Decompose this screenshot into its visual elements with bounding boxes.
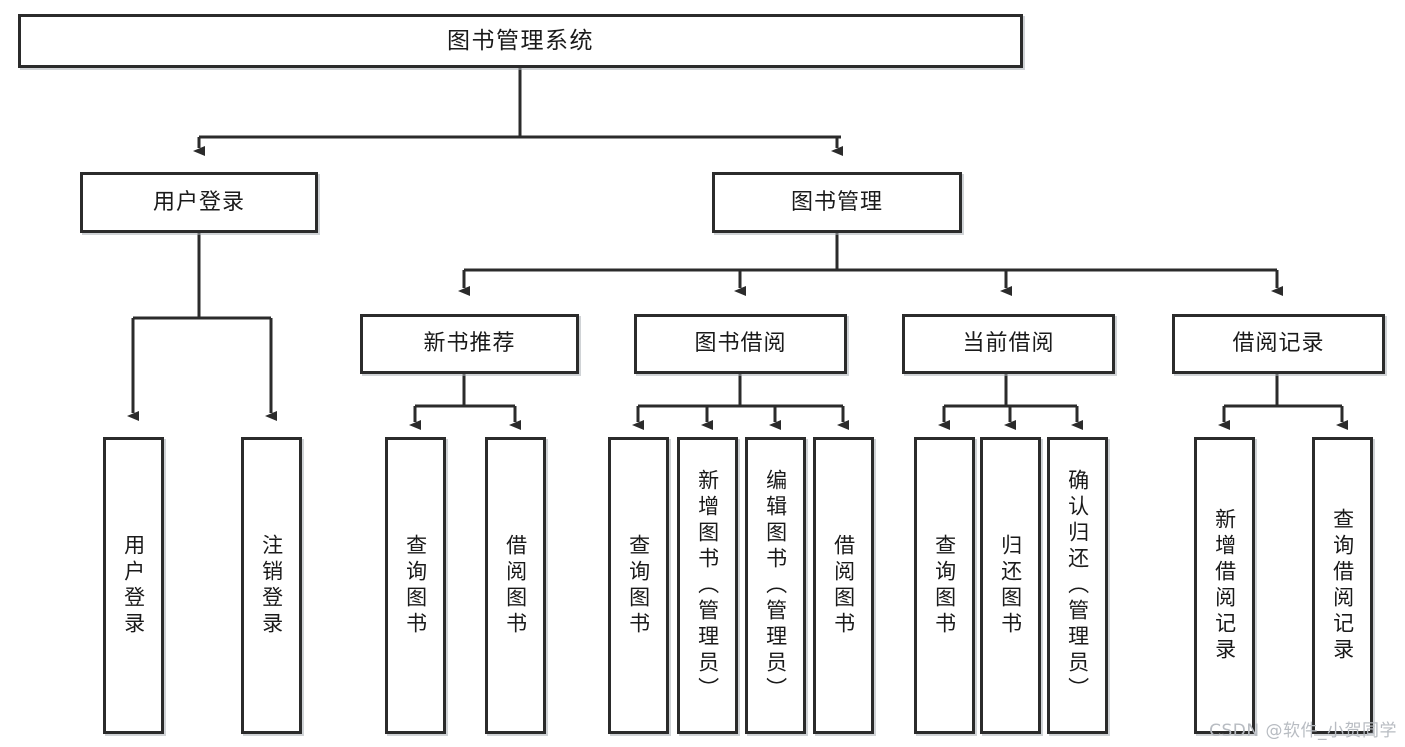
node-leaf-confirm-return-label: 确认归还（管理员） xyxy=(1065,468,1090,703)
node-leaf-user-login-label: 用户登录 xyxy=(121,533,146,638)
node-leaf-query-record[interactable]: 查询借阅记录 xyxy=(1312,437,1373,734)
node-borrow-record[interactable]: 借阅记录 xyxy=(1172,314,1385,374)
node-leaf-query-book-3[interactable]: 查询图书 xyxy=(914,437,975,734)
node-leaf-add-record[interactable]: 新增借阅记录 xyxy=(1194,437,1255,734)
node-leaf-query-book-3-label: 查询图书 xyxy=(932,533,957,638)
node-user-login[interactable]: 用户登录 xyxy=(80,172,318,233)
node-leaf-query-book-1[interactable]: 查询图书 xyxy=(385,437,446,734)
node-current-borrow-label: 当前借阅 xyxy=(962,331,1055,357)
node-leaf-query-record-label: 查询借阅记录 xyxy=(1330,507,1355,664)
node-leaf-borrow-book-2-label: 借阅图书 xyxy=(831,533,856,638)
node-leaf-logout-login-label: 注销登录 xyxy=(259,533,284,638)
node-root[interactable]: 图书管理系统 xyxy=(18,14,1023,68)
node-leaf-edit-book-label: 编辑图书（管理员） xyxy=(763,468,788,703)
node-leaf-add-record-label: 新增借阅记录 xyxy=(1212,507,1237,664)
node-book-borrow-label: 图书借阅 xyxy=(694,331,787,357)
node-leaf-return-book-label: 归还图书 xyxy=(998,533,1023,638)
node-leaf-borrow-book-1[interactable]: 借阅图书 xyxy=(485,437,546,734)
node-leaf-add-book[interactable]: 新增图书（管理员） xyxy=(677,437,738,734)
watermark: CSDN @软件_小贺同学 xyxy=(1209,721,1397,741)
node-current-borrow[interactable]: 当前借阅 xyxy=(902,314,1115,374)
node-root-label: 图书管理系统 xyxy=(447,27,594,54)
node-user-login-label: 用户登录 xyxy=(152,189,245,215)
node-leaf-logout-login[interactable]: 注销登录 xyxy=(241,437,302,734)
node-leaf-add-book-label: 新增图书（管理员） xyxy=(695,468,720,703)
node-leaf-confirm-return[interactable]: 确认归还（管理员） xyxy=(1047,437,1108,734)
node-new-book-recommend-label: 新书推荐 xyxy=(423,331,516,357)
node-leaf-return-book[interactable]: 归还图书 xyxy=(980,437,1041,734)
node-book-manage[interactable]: 图书管理 xyxy=(712,172,962,233)
node-leaf-query-book-2-label: 查询图书 xyxy=(626,533,651,638)
node-new-book-recommend[interactable]: 新书推荐 xyxy=(360,314,579,374)
node-leaf-query-book-2[interactable]: 查询图书 xyxy=(608,437,669,734)
node-borrow-record-label: 借阅记录 xyxy=(1232,331,1325,357)
node-leaf-borrow-book-2[interactable]: 借阅图书 xyxy=(813,437,874,734)
node-book-manage-label: 图书管理 xyxy=(790,189,883,215)
node-book-borrow[interactable]: 图书借阅 xyxy=(634,314,847,374)
node-leaf-query-book-1-label: 查询图书 xyxy=(403,533,428,638)
node-leaf-borrow-book-1-label: 借阅图书 xyxy=(503,533,528,638)
node-leaf-user-login[interactable]: 用户登录 xyxy=(103,437,164,734)
node-leaf-edit-book[interactable]: 编辑图书（管理员） xyxy=(745,437,806,734)
